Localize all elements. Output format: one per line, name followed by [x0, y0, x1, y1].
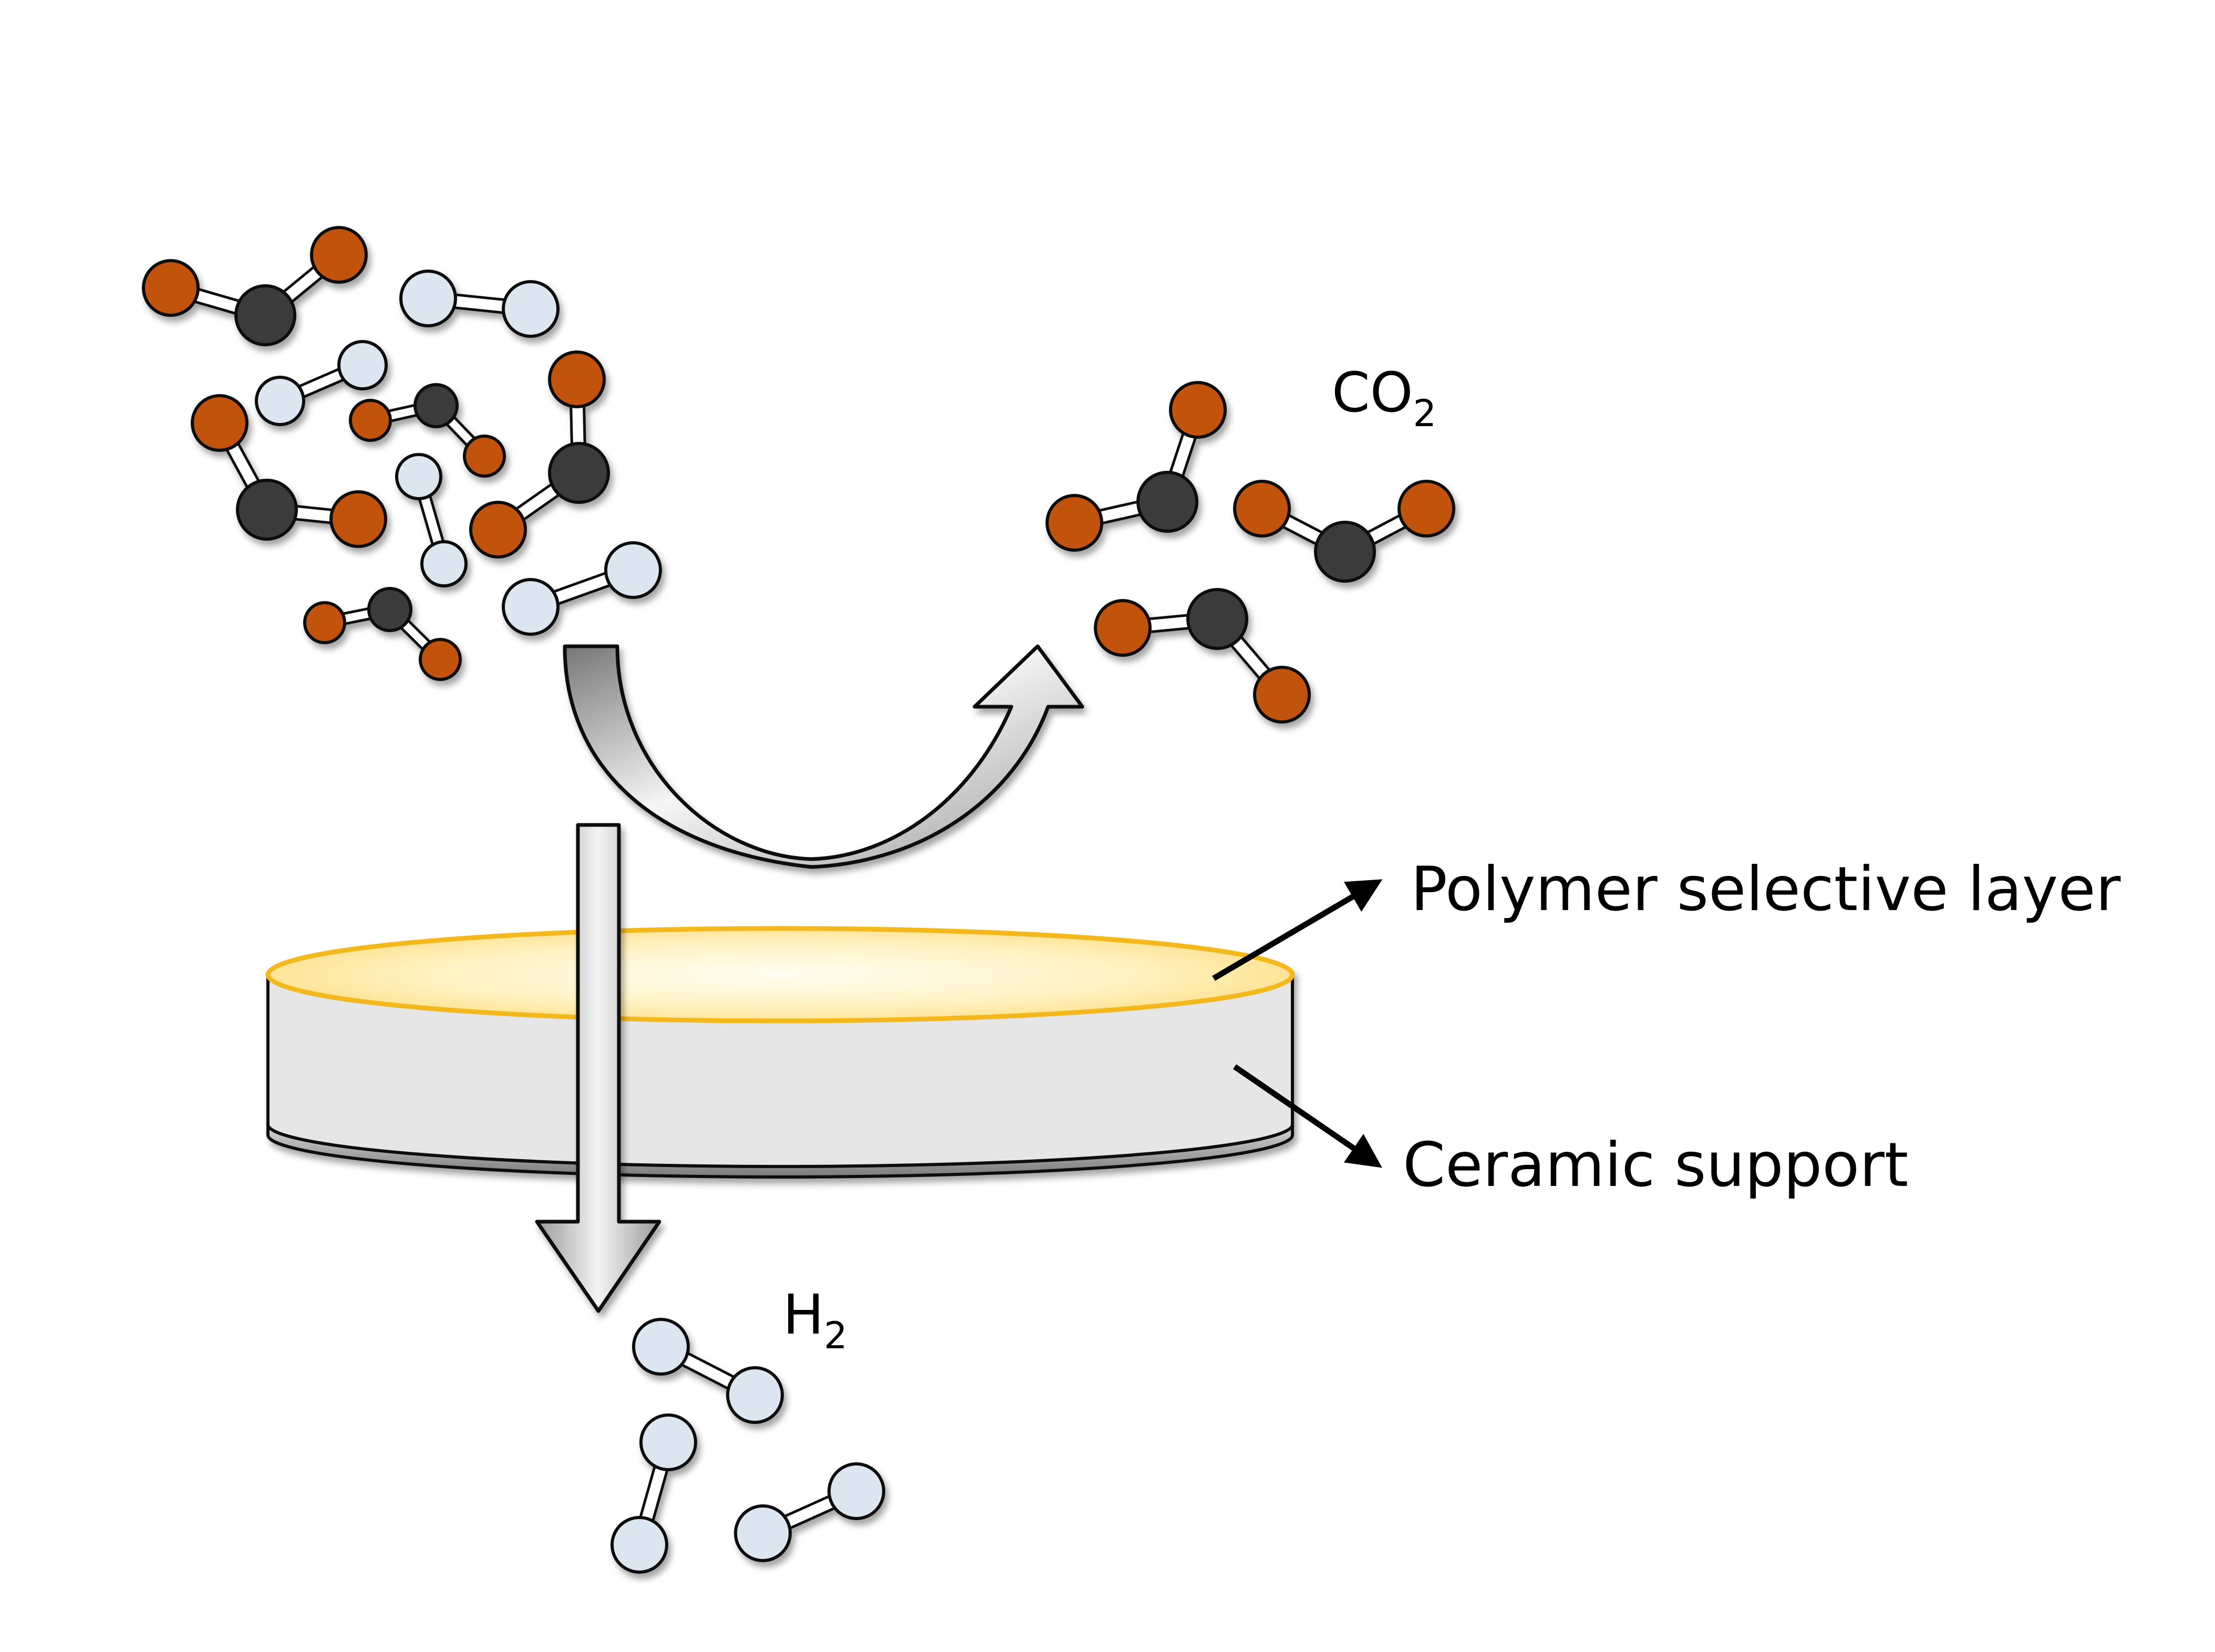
carbon-atom — [1186, 588, 1248, 650]
oxygen-atom — [469, 501, 527, 559]
oxygen-atom — [349, 399, 392, 442]
ceramic-support-side — [266, 973, 1294, 1168]
polymer-layer-pointer — [1212, 879, 1383, 981]
co2-label-base: CO — [1332, 360, 1413, 425]
h2-molecule-icon — [255, 340, 388, 426]
oxygen-atom — [191, 394, 249, 452]
co2-molecule-icon — [1094, 588, 1311, 724]
hydrogen-atom — [610, 1516, 668, 1574]
oxygen-atom — [1398, 480, 1455, 538]
feed-gas-mixture — [142, 226, 662, 681]
hydrogen-atom — [604, 541, 662, 599]
co2-molecule-icon — [1233, 480, 1455, 583]
hydrogen-atom — [337, 340, 388, 390]
co2-molecule-icon — [349, 383, 506, 478]
h2-molecule-icon — [632, 1318, 784, 1424]
oxygen-atom — [310, 226, 368, 284]
polymer-layer-label: Polymer selective layer — [1411, 854, 2121, 925]
h2-molecule-icon — [399, 270, 560, 338]
down-arrow-icon — [535, 823, 661, 1313]
hydrogen-atom — [639, 1413, 697, 1471]
oxygen-atom — [1094, 599, 1152, 657]
oxygen-atom — [142, 259, 200, 317]
h2-label-subscript: 2 — [824, 1314, 847, 1357]
h2-label: H2 — [783, 1287, 847, 1354]
hydrogen-atom — [632, 1318, 690, 1376]
h2-molecule-icon — [610, 1413, 697, 1574]
oxygen-atom — [1233, 480, 1291, 538]
co2-molecule-icon — [303, 587, 462, 681]
co2-molecule-icon — [469, 350, 610, 559]
carbon-atom — [413, 383, 459, 428]
carbon-atom — [236, 479, 298, 541]
oxygen-atom — [329, 490, 387, 548]
oxygen-atom — [463, 435, 506, 478]
hydrogen-atom — [399, 270, 457, 327]
carbon-atom — [1314, 521, 1376, 583]
co2-molecule-icon — [142, 226, 368, 346]
h2-molecule-icon — [395, 453, 468, 587]
h2-molecule-icon — [734, 1462, 885, 1562]
ceramic-support-label: Ceramic support — [1403, 1130, 1909, 1201]
hydrogen-atom — [726, 1366, 784, 1424]
oxygen-atom — [1046, 494, 1103, 552]
hydrogen-atom — [395, 453, 442, 500]
oxygen-atom — [548, 350, 606, 408]
hydrogen-atom — [502, 280, 560, 338]
carbon-atom — [234, 284, 296, 346]
carbon-atom — [367, 587, 412, 632]
oxygen-atom — [419, 638, 462, 681]
carbon-atom — [1136, 471, 1198, 533]
co2-label: CO2 — [1332, 365, 1436, 432]
oxygen-atom — [303, 601, 346, 644]
hydrogen-atom — [420, 540, 468, 587]
curved-arrow-icon — [563, 644, 1084, 869]
polymer-selective-layer — [265, 926, 1295, 1024]
ceramic-support-pointer — [1233, 1064, 1382, 1168]
hydrogen-atom — [827, 1462, 885, 1520]
co2-molecule-icon — [1046, 381, 1227, 552]
hydrogen-atom — [502, 578, 560, 636]
oxygen-atom — [1169, 381, 1227, 439]
co2-retentate-group — [1046, 381, 1455, 724]
h2-label-base: H — [783, 1283, 824, 1347]
carbon-atom — [548, 442, 610, 504]
h2-molecule-icon — [502, 541, 662, 636]
hydrogen-atom — [734, 1504, 792, 1562]
membrane-disc — [265, 926, 1295, 1179]
co2-molecule-icon — [191, 394, 387, 548]
co2-label-subscript: 2 — [1413, 392, 1437, 435]
oxygen-atom — [1253, 666, 1311, 724]
h2-permeate-group — [610, 1318, 885, 1574]
hydrogen-atom — [255, 376, 305, 426]
